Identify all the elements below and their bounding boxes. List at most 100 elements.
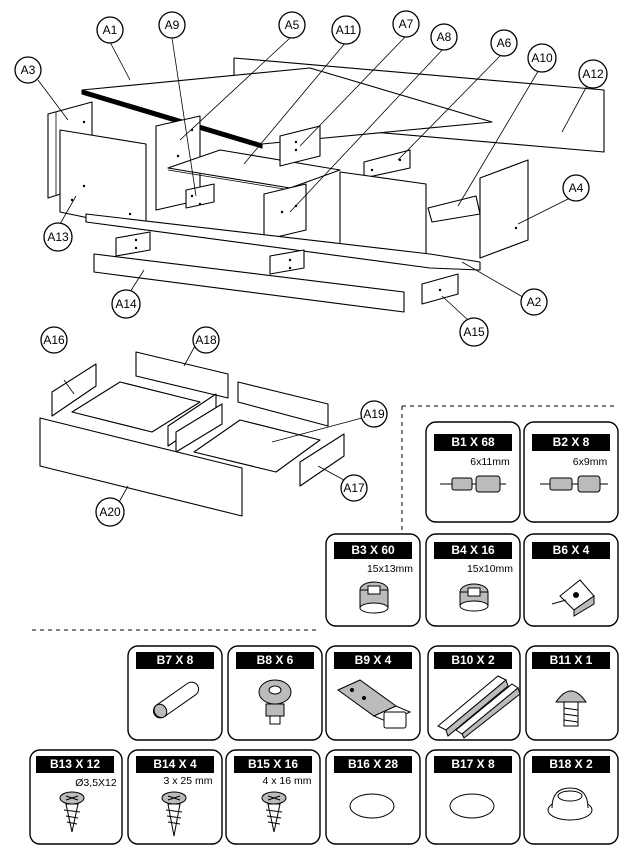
hardware-b7: B7 X 8: [127, 645, 223, 741]
label-a2: A2: [520, 288, 548, 316]
label-a20: A20: [95, 497, 125, 527]
svg-text:A13: A13: [47, 230, 69, 244]
hardware-b16: B16 X 28: [325, 749, 421, 845]
panel-a13: [59, 129, 147, 231]
hinge-icon: [337, 679, 412, 729]
drawer-slide-icon: [437, 675, 521, 739]
svg-text:B4 X 16: B4 X 16: [451, 543, 495, 557]
svg-text:A4: A4: [569, 181, 584, 195]
cover-cap-icon: [449, 793, 495, 819]
hardware-b6: B6 X 4: [523, 533, 619, 627]
label-a13: A13: [43, 222, 73, 252]
svg-text:B13 X 12: B13 X 12: [50, 757, 100, 771]
svg-text:B11 X 1: B11 X 1: [550, 653, 593, 667]
screw-icon: [261, 791, 287, 833]
svg-text:B14 X 4: B14 X 4: [153, 757, 197, 771]
panel-a2: [85, 213, 481, 271]
svg-text:B15 X 16: B15 X 16: [248, 757, 298, 771]
svg-text:B3 X 60: B3 X 60: [351, 543, 395, 557]
label-a12: A12: [578, 59, 608, 89]
svg-text:A9: A9: [165, 18, 180, 32]
hardware-b13: B13 X 12 Ø3,5X12: [29, 749, 123, 845]
mushroom-screw-icon: [555, 690, 587, 727]
hardware-b9: B9 X 4: [325, 645, 421, 741]
svg-text:A10: A10: [531, 51, 553, 65]
svg-text:B18 X 2: B18 X 2: [549, 757, 593, 771]
drawer-side-a16: [51, 363, 97, 417]
label-a1: A1: [96, 16, 124, 44]
svg-text:Ø3,5X12: Ø3,5X12: [75, 777, 117, 789]
svg-text:B10 X 2: B10 X 2: [451, 653, 495, 667]
label-a4: A4: [562, 174, 590, 202]
label-a9: A9: [158, 11, 186, 39]
svg-text:A6: A6: [497, 36, 512, 50]
svg-text:A2: A2: [527, 295, 542, 309]
svg-text:15x13mm: 15x13mm: [367, 563, 413, 575]
hardware-b8: B8 X 6: [227, 645, 323, 741]
label-a6: A6: [490, 29, 518, 57]
drawer-back-a19: [237, 381, 329, 427]
dowel-connector-icon: [540, 475, 608, 493]
svg-text:A19: A19: [363, 407, 385, 421]
hardware-b4: B4 X 16 15x10mm: [425, 533, 521, 627]
svg-text:A12: A12: [582, 67, 604, 81]
svg-text:4 x 16 mm: 4 x 16 mm: [262, 775, 311, 787]
label-a11: A11: [331, 15, 361, 45]
hardware-b2: B2 X 8 6x9mm: [523, 421, 619, 523]
corner-bracket-icon: [551, 579, 595, 617]
svg-text:A8: A8: [437, 30, 452, 44]
shelf-a10: [427, 195, 481, 223]
svg-text:6x9mm: 6x9mm: [573, 456, 608, 468]
svg-text:A17: A17: [343, 481, 365, 495]
svg-text:A20: A20: [99, 505, 121, 519]
hardware-b3: B3 X 60 15x13mm: [325, 533, 421, 627]
svg-text:3 x 25 mm: 3 x 25 mm: [163, 775, 212, 787]
svg-text:A1: A1: [103, 23, 118, 37]
hardware-b17: B17 X 8: [425, 749, 521, 845]
label-a15: A15: [459, 317, 489, 347]
drawer-back-a18: [135, 351, 229, 399]
svg-text:A5: A5: [285, 18, 300, 32]
hardware-b14: B14 X 4 3 x 25 mm: [127, 749, 223, 845]
svg-text:6x11mm: 6x11mm: [470, 456, 510, 468]
screw-icon: [161, 791, 187, 837]
label-a16: A16: [40, 326, 68, 354]
label-a19: A19: [360, 400, 388, 428]
label-a18: A18: [192, 326, 220, 354]
label-a3: A3: [14, 56, 42, 84]
svg-text:B2 X 8: B2 X 8: [553, 435, 590, 449]
panel-a8: [263, 183, 307, 241]
label-a10: A10: [527, 43, 557, 73]
svg-text:B1 X 68: B1 X 68: [451, 435, 495, 449]
svg-text:B9 X 4: B9 X 4: [355, 653, 392, 667]
hardware-b1: B1 X 68 6x11mm: [425, 421, 521, 523]
svg-text:A7: A7: [399, 17, 414, 31]
svg-text:B7 X 8: B7 X 8: [157, 653, 194, 667]
svg-text:B8 X 6: B8 X 6: [257, 653, 294, 667]
svg-text:15x10mm: 15x10mm: [467, 563, 513, 575]
drawer-bottom-right: [193, 419, 321, 473]
hardware-b15: B15 X 16 4 x 16 mm: [225, 749, 321, 845]
svg-text:A11: A11: [336, 23, 357, 37]
hardware-b18: B18 X 2: [523, 749, 619, 845]
drawer-exploded-view: A16 A18 A19 A17 A20: [39, 326, 388, 527]
svg-text:A18: A18: [195, 333, 217, 347]
label-a5: A5: [278, 11, 306, 39]
drawer-front-a20: [39, 417, 243, 517]
svg-text:B6 X 4: B6 X 4: [553, 543, 590, 557]
hardware-b10: B10 X 2: [427, 645, 521, 741]
dowel-connector-icon: [440, 475, 506, 493]
drawer-bottom-left: [71, 381, 201, 433]
label-a17: A17: [340, 474, 368, 502]
cam-lock-icon: [459, 583, 489, 612]
felt-pad-icon: [547, 787, 593, 821]
svg-text:B16 X 28: B16 X 28: [348, 757, 398, 771]
label-a7: A7: [392, 10, 420, 38]
cabinet-exploded-view: A1 A9 A5 A11 A7 A8 A6 A10 A12 A3 A13 A4 …: [14, 10, 608, 347]
cam-lock-icon: [359, 581, 389, 614]
plinth-a14: [93, 253, 405, 313]
screw-icon: [59, 791, 85, 833]
svg-text:A14: A14: [115, 297, 137, 311]
drill-holes: [70, 120, 518, 292]
